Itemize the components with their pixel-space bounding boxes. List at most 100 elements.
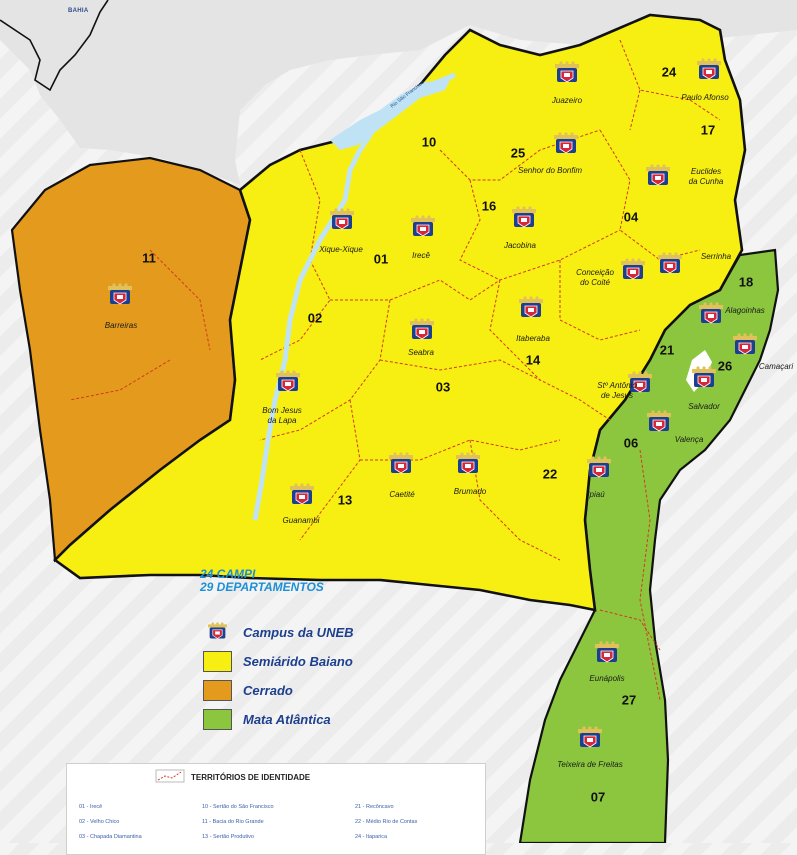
campus-emblem-icon[interactable] [409, 317, 435, 340]
territorio-entry: 02 - Velho Chico [79, 819, 120, 825]
campus-emblem-icon[interactable] [645, 163, 671, 186]
city-label-barreiras: Barreiras [104, 321, 138, 330]
territory-number: 26 [717, 358, 733, 374]
city-label-guanambi: Guanambi [282, 516, 320, 525]
campus-emblem-icon[interactable] [410, 214, 436, 237]
territory-number: 13 [337, 492, 353, 508]
legend-label-campus: Campus da UNEB [243, 625, 354, 640]
legend-swatch-mata [203, 709, 232, 730]
campus-emblem-icon[interactable] [586, 455, 612, 478]
city-label-lapa-2: da Lapa [267, 416, 297, 425]
campus-emblem-icon[interactable] [275, 369, 301, 392]
territory-boundaries [69, 39, 721, 701]
campus-count-headline: 24 CAMPI 29 DEPARTAMENTOS [200, 568, 324, 594]
territory-number: 06 [623, 435, 639, 451]
city-label-euclides-2: da Cunha [688, 177, 724, 186]
campus-emblem-icon[interactable] [518, 295, 544, 318]
departamentos-count: 29 DEPARTAMENTOS [200, 580, 324, 594]
territory-number: 25 [510, 145, 526, 161]
campus-emblem-icon[interactable] [691, 365, 717, 388]
territory-number: 14 [525, 352, 541, 368]
territory-number: 07 [590, 789, 606, 805]
legend-swatch-cerrado [203, 680, 232, 701]
territorios-col-1: 01 - Irecê 02 - Velho Chico 03 - Chapada… [79, 800, 142, 845]
territorio-entry: 21 - Recôncavo [355, 804, 394, 810]
city-label-coite-1: Conceição [576, 268, 614, 277]
city-label-brumado: Brumado [453, 487, 487, 496]
campus-emblem-icon[interactable] [107, 282, 133, 305]
city-label-santo-antonio-2: de Jesus [600, 391, 634, 400]
territorios-col-3: 21 - Recôncavo 22 - Médio Rio de Contas … [355, 800, 417, 845]
campus-emblem-icon[interactable] [289, 482, 315, 505]
territory-number: 21 [659, 342, 675, 358]
territorio-entry: 24 - Itaparica [355, 834, 388, 840]
city-label-teixeira: Teixeira de Freitas [557, 760, 623, 769]
legend-swatch-semiarido [203, 651, 232, 672]
neighbor-region [0, 0, 797, 185]
campus-emblem-icon[interactable] [620, 257, 646, 280]
campus-emblem-icon[interactable] [554, 60, 580, 83]
campus-emblem-icon[interactable] [511, 205, 537, 228]
legend-item-semiarido: Semiárido Baiano [203, 649, 354, 674]
territory-number: 10 [421, 134, 437, 150]
city-label-eunapolis: Eunápolis [589, 674, 625, 683]
city-label-coite-2: do Coité [580, 278, 610, 287]
territory-number: 01 [373, 251, 389, 267]
city-label-santo-antonio-1: Stº Antônio [597, 381, 637, 390]
campus-emblem-icon[interactable] [732, 332, 758, 355]
city-label-ipiau: Ipiaú [587, 490, 605, 499]
city-label-seabra: Seabra [408, 348, 434, 357]
territorios-title: TERRITÓRIOS DE IDENTIDADE [191, 773, 311, 782]
legend-item-campus: Campus da UNEB [203, 620, 354, 645]
legend-item-cerrado: Cerrado [203, 678, 354, 703]
legend-label-mata: Mata Atlântica [243, 712, 331, 727]
campus-emblem-icon[interactable] [388, 451, 414, 474]
city-label-lapa-1: Bom Jesus [262, 406, 302, 415]
campi-count: 24 CAMPI [200, 567, 256, 581]
city-label-jacobina: Jacobina [503, 241, 537, 250]
city-label-juazeiro: Juazeiro [551, 96, 583, 105]
territorio-entry: 22 - Médio Rio de Contas [355, 819, 418, 825]
territorios-panel: TERRITÓRIOS DE IDENTIDADE 01 - Irecê 02 … [66, 763, 486, 855]
city-label-valenca: Valença [674, 435, 704, 444]
territory-number: 16 [481, 198, 497, 214]
city-label-senhor-bonfim: Senhor do Bonfim [517, 166, 583, 175]
lake-sobradinho [330, 80, 450, 150]
campus-emblem-icon[interactable] [577, 725, 603, 748]
territorios-col-2: 10 - Sertão do São Francisco 11 - Bacia … [202, 800, 274, 845]
campus-emblem-icon[interactable] [553, 131, 579, 154]
campus-emblem-icon[interactable] [696, 57, 722, 80]
territory-number: 03 [435, 379, 451, 395]
legend-label-semiarido: Semiárido Baiano [243, 654, 353, 669]
state-tag: BAHIA [68, 8, 89, 14]
territory-number: 04 [623, 209, 639, 225]
city-label-salvador: Salvador [688, 402, 720, 411]
city-label-camacari: Camaçari [758, 362, 794, 371]
campus-emblem-icon[interactable] [646, 409, 672, 432]
territorio-entry: 10 - Sertão do São Francisco [202, 804, 274, 810]
campus-emblem-icon [207, 621, 228, 639]
campus-emblem-icon[interactable] [455, 451, 481, 474]
campus-emblem-icon[interactable] [329, 207, 355, 230]
campus-emblem-icon[interactable] [657, 251, 683, 274]
city-label-alagoinhas: Alagoinhas [725, 306, 765, 315]
territory-number: 11 [142, 250, 156, 266]
campus-emblem-icon[interactable] [698, 301, 724, 324]
territory-number: 24 [661, 64, 677, 80]
campus-emblem-icon[interactable] [594, 640, 620, 663]
territory-number: 22 [542, 466, 558, 482]
territorio-entry: 01 - Irecê [79, 804, 103, 810]
territorio-entry: 13 - Sertão Produtivo [202, 834, 254, 840]
neighbor-border [0, 0, 109, 92]
map-legend: Campus da UNEB Semiárido Baiano Cerrado … [203, 620, 354, 736]
territorio-entry: 03 - Chapada Diamantina [79, 834, 142, 840]
city-label-caetite: Caetité [389, 490, 415, 499]
city-label-itaberaba: Itaberaba [516, 334, 550, 343]
city-label-serrinha: Serrinha [700, 252, 732, 261]
city-label-xique-xique: Xique-Xique [319, 245, 363, 254]
legend-label-cerrado: Cerrado [243, 683, 293, 698]
territory-number: 02 [307, 310, 323, 326]
territory-line-icon [155, 769, 185, 783]
city-label-euclides-1: Euclides [690, 167, 722, 176]
